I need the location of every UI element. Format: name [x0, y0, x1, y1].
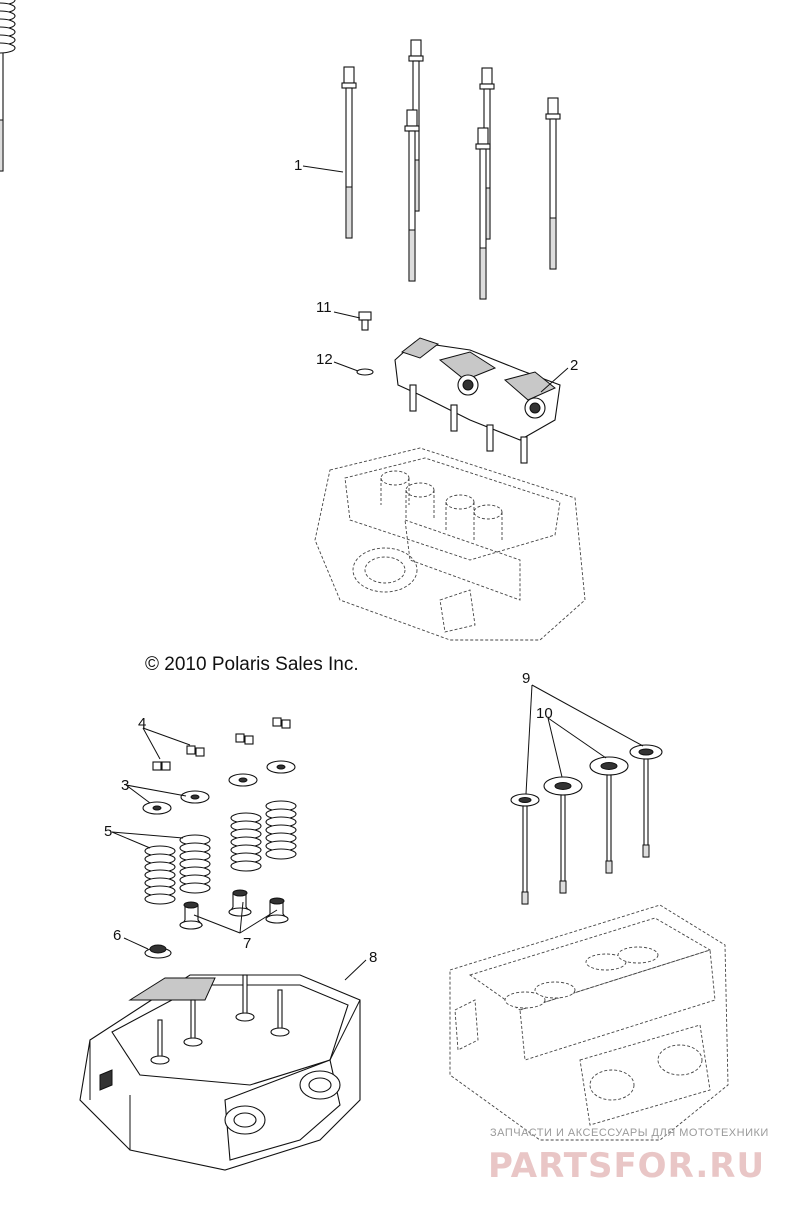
- callout-6: 6: [113, 927, 121, 944]
- callout-7: 7: [243, 935, 251, 952]
- watermark-tagline: ЗАПЧАСТИ И АКСЕССУАРЫ ДЛЯ МОТОТЕХНИКИ: [490, 1127, 769, 1139]
- head-bolt: [341, 66, 357, 239]
- callout-12: 12: [316, 351, 333, 368]
- callout-2: 2: [570, 357, 578, 374]
- valve-seals: [179, 889, 289, 930]
- copyright-notice: © 2010 Polaris Sales Inc.: [145, 654, 359, 675]
- watermark: ЗАПЧАСТИ И АКСЕССУАРЫ ДЛЯ МОТОТЕХНИКИ PA…: [488, 1127, 769, 1186]
- callout-3: 3: [121, 777, 129, 794]
- cylinder-head: [79, 974, 361, 1171]
- valve-springs: [0, 0, 16, 54]
- callout-1: 1: [294, 157, 302, 174]
- callout-4: 4: [138, 715, 146, 732]
- leader-lines: [111, 165, 644, 981]
- rocker-arm-assembly: [394, 337, 561, 464]
- callout-11: 11: [316, 299, 332, 316]
- callout-9: 9: [522, 670, 530, 687]
- callout-8: 8: [369, 949, 377, 966]
- valve-spring: [144, 845, 176, 905]
- valve-spring: [230, 812, 262, 872]
- valve-spring: [179, 834, 211, 894]
- head-bolt: [545, 97, 561, 270]
- watermark-brand: PARTSFOR.RU: [488, 1146, 765, 1186]
- upper-cylinder-head-ghost: [314, 447, 586, 641]
- callout-10: 10: [536, 705, 553, 722]
- valve: [510, 793, 540, 905]
- valve: [543, 776, 583, 894]
- valves: [510, 744, 663, 905]
- callout-5: 5: [104, 823, 112, 840]
- small-bolt: [358, 311, 372, 331]
- right-cylinder-head-ghost: [449, 904, 729, 1141]
- valve-keepers: [152, 717, 291, 771]
- valve-spring: [265, 800, 297, 860]
- spring-seat: [144, 944, 172, 959]
- valve-retainers: [142, 760, 296, 815]
- valve: [629, 744, 663, 858]
- callout-numbers: 1 2 3 4 5 6 7 8 9 10 11 12: [104, 157, 578, 966]
- valve: [589, 756, 629, 874]
- washer: [356, 368, 374, 376]
